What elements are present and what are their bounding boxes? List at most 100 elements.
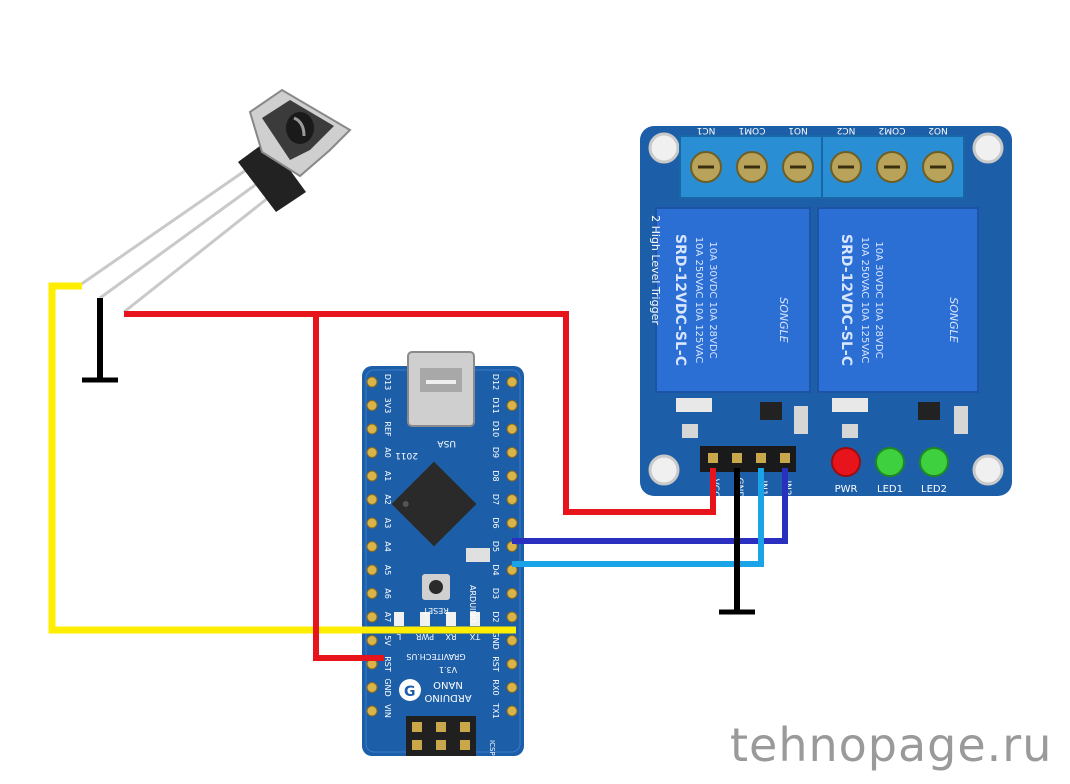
watermark: tehnopage.ru xyxy=(730,718,1053,772)
board-label-arduino: ARDUINO xyxy=(468,585,477,623)
relay-2-rating-a: 10A 250VAC 10A 125VAC xyxy=(859,237,870,364)
board-label-version: V3.1 xyxy=(439,665,457,674)
led-label-led1: LED1 xyxy=(877,484,903,495)
pin-hole xyxy=(506,588,518,599)
board-label-gravitech: GRAVITECH.US xyxy=(406,652,465,661)
led-label-rx: RX xyxy=(445,632,457,641)
pin-label-right: TX1 xyxy=(491,702,500,718)
mount-hole xyxy=(648,454,680,486)
pin-label-right: D12 xyxy=(491,374,500,390)
pin-hole xyxy=(506,494,518,505)
pin-hole xyxy=(506,470,518,482)
pin-hole xyxy=(506,376,518,388)
pin-hole xyxy=(506,517,518,529)
terminal-label: NO1 xyxy=(788,125,808,135)
relay-2-model: SRD-12VDC-SL-C xyxy=(838,234,854,366)
led-label-l: L xyxy=(396,632,401,641)
board-label-reset: RESET xyxy=(423,606,449,615)
pin-label-left: A4 xyxy=(383,541,392,552)
pin-label-left: A6 xyxy=(383,588,392,599)
pin-label-right: GND xyxy=(491,631,500,649)
terminal-label: COM1 xyxy=(739,125,766,135)
pin-hole xyxy=(366,447,378,458)
pin-label-left: 3V3 xyxy=(383,398,392,414)
led2 xyxy=(919,447,949,477)
pin-hole xyxy=(506,400,518,411)
relay-1-rating-b: 10A 30VDC 10A 28VDC xyxy=(707,241,718,358)
pin-hole xyxy=(366,705,378,717)
pin-label-right: RX0 xyxy=(491,679,500,695)
pin-hole xyxy=(506,682,518,693)
svg-text:G: G xyxy=(404,684,416,700)
pin-hole xyxy=(506,635,518,646)
relay-2[interactable] xyxy=(817,207,979,393)
pin-hole xyxy=(366,541,378,552)
ir-receiver xyxy=(79,88,352,314)
pin-label-right: D6 xyxy=(491,517,500,528)
board-label-icsp: ICSP xyxy=(488,740,496,756)
pin-label-right: D2 xyxy=(491,611,500,622)
terminal-label: NO2 xyxy=(928,125,948,135)
relay-1-model: SRD-12VDC-SL-C xyxy=(672,234,688,366)
pin-hole xyxy=(366,517,378,529)
pin-label-right: D7 xyxy=(491,494,500,505)
wire-yellow-signal xyxy=(48,282,516,634)
led-label-tx: TX xyxy=(469,632,481,641)
led-label-pwr: PWR xyxy=(415,632,434,641)
terminal-label: COM2 xyxy=(879,125,906,135)
relay-1-rating-a: 10A 250VAC 10A 125VAC xyxy=(693,237,704,364)
pin-label-right: D11 xyxy=(491,397,500,413)
wire-red-vcc xyxy=(124,311,716,515)
pin-label-left: A5 xyxy=(383,565,392,576)
wire-red-5v xyxy=(313,314,384,661)
pin-hole xyxy=(366,682,378,693)
pin-label-right: D8 xyxy=(491,470,500,481)
relay-2-rating-b: 10A 30VDC 10A 28VDC xyxy=(873,241,884,358)
mount-hole xyxy=(648,132,680,164)
wires xyxy=(48,282,788,661)
pin-hole xyxy=(506,423,518,435)
mount-hole xyxy=(972,454,1004,486)
pin-hole xyxy=(366,611,378,623)
board-label-usa: USA xyxy=(437,438,456,448)
pin-hole xyxy=(366,400,378,411)
pin-hole xyxy=(506,611,518,623)
board-label-arduino-2: ARDUINO xyxy=(424,692,471,703)
pin-hole xyxy=(366,588,378,599)
wire-blue-d6-in2 xyxy=(512,468,788,544)
pin-hole xyxy=(366,564,378,576)
pin-label-left: D13 xyxy=(383,374,392,390)
pin-label-left: REF xyxy=(383,421,392,437)
pin-hole xyxy=(366,470,378,482)
pin-label-left: A0 xyxy=(383,447,392,458)
board-label-nano: NANO xyxy=(433,679,463,690)
led1 xyxy=(875,447,905,477)
pin-label-left: A7 xyxy=(383,612,392,623)
relay-1-brand: SONGLE xyxy=(777,297,790,343)
pin-hole xyxy=(506,658,518,670)
pin-hole xyxy=(506,447,518,458)
pin-label-left: GND xyxy=(383,678,392,696)
pin-hole xyxy=(506,705,518,717)
pin-hole xyxy=(366,376,378,388)
pin-hole xyxy=(366,635,378,646)
relay-2-brand: SONGLE xyxy=(947,297,960,343)
relay-1[interactable] xyxy=(655,207,811,393)
mount-hole xyxy=(972,132,1004,164)
pin-label-left: A2 xyxy=(383,494,392,505)
pin-label-left: A1 xyxy=(383,471,392,482)
pin-label-right: RST xyxy=(491,656,500,672)
terminal-label: NC2 xyxy=(837,125,856,135)
pin-label-right: D5 xyxy=(491,541,500,552)
pin-label-left: 5V xyxy=(383,635,392,646)
pin-hole xyxy=(366,494,378,505)
pin-label-right: D10 xyxy=(491,421,500,437)
atmega-chip xyxy=(391,461,477,547)
board-label-year: 2011 xyxy=(395,450,418,460)
pin-hole xyxy=(366,423,378,435)
pin-label-right: D4 xyxy=(491,564,500,575)
relay-module: NC1 COM1 NO1 NC2 COM2 NO2 SRD-12VDC-SL-C 10A … xyxy=(640,125,1012,498)
terminal-label: NC1 xyxy=(697,125,716,135)
pin-label-right: D9 xyxy=(491,447,500,458)
